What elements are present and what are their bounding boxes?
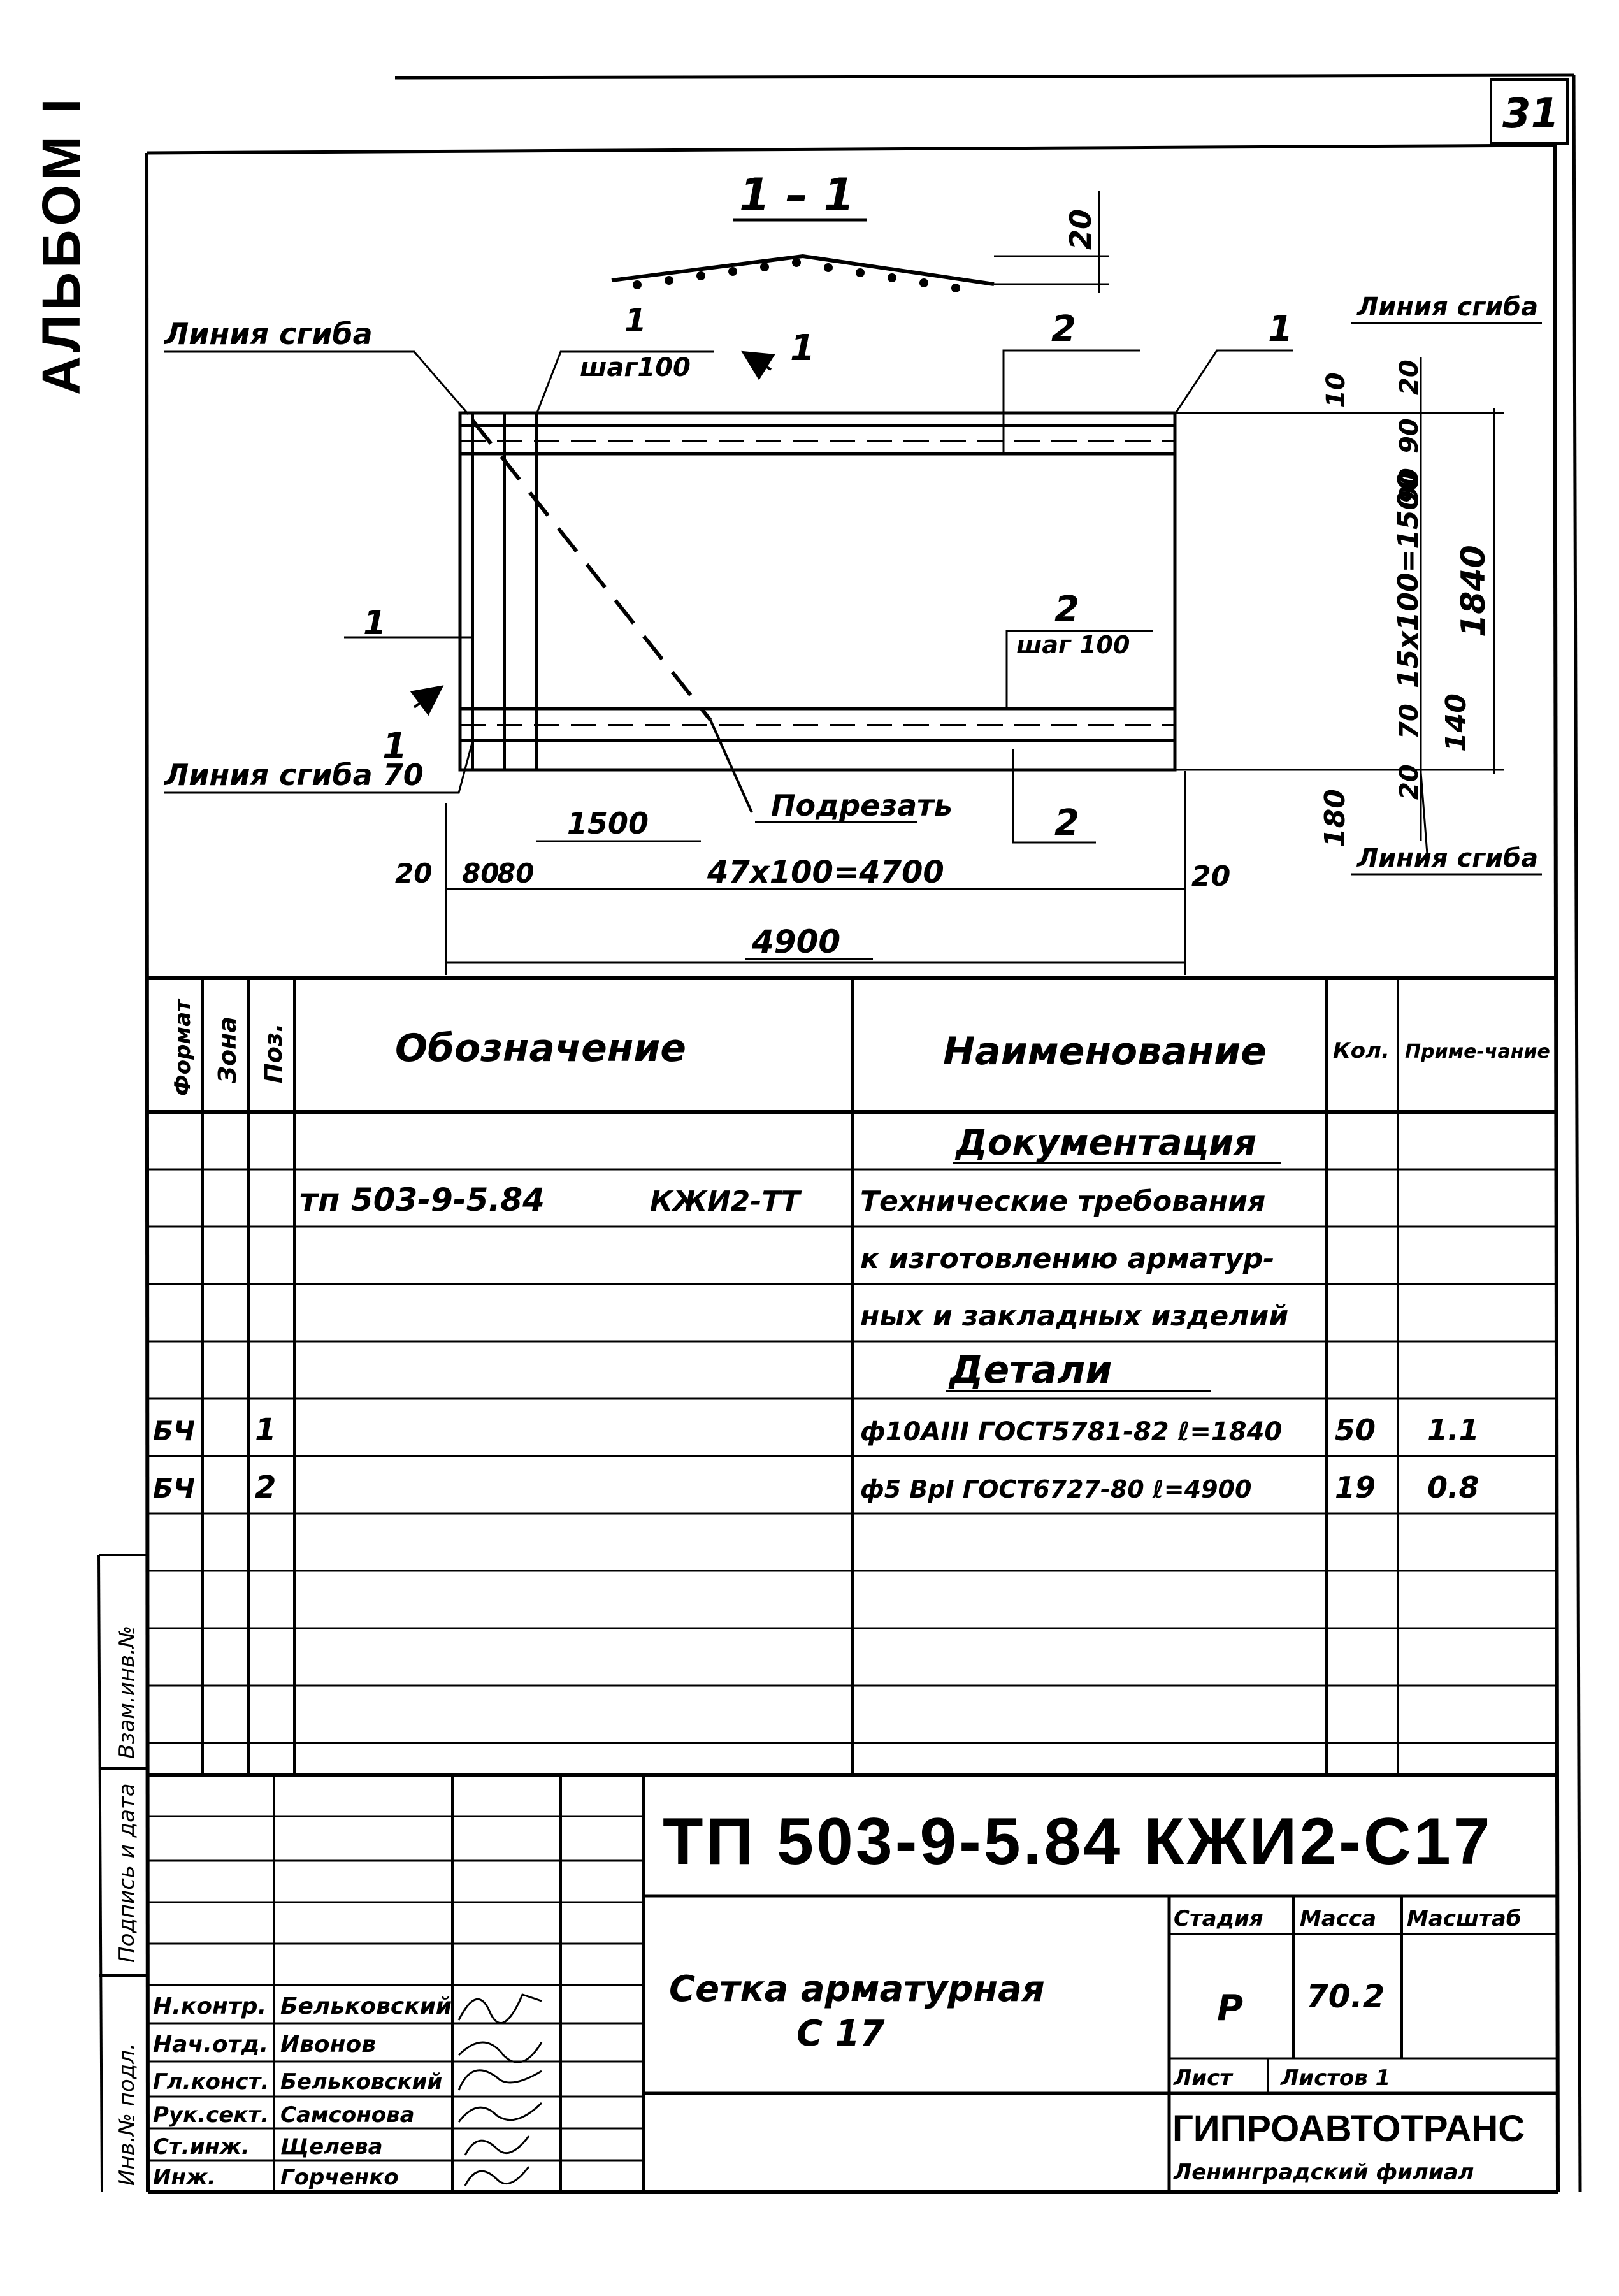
product-name-line-2: С 17 [796,2013,885,2054]
stamp-replaced-inv: Взам.инв.№ [114,1626,140,1759]
header-format: Формат [170,998,196,1096]
header-qty: Кол. [1333,1038,1390,1064]
header-note: Приме-чание [1405,1041,1550,1063]
cut-marker-bottom: 1 [382,726,407,767]
dim-80-b: 80 [497,858,534,889]
dim-20-left: 20 [395,858,432,889]
signer-role-2: Нач.отд. [153,2032,268,2058]
signer-name-5: Щелева [280,2134,383,2160]
signer-name-2: Ивонов [280,2032,376,2058]
pos-1-label-top: 1 [624,302,647,339]
dim-total: 4900 [751,923,840,960]
doc-name-line-3: ных и закладных изделий [860,1300,1288,1332]
section-title: 1 – 1 [739,169,854,221]
pos-2-label-bottom: 2 [1054,802,1079,844]
stamp-signature-date: Подпись и дата [114,1783,140,1963]
stage-value: Р [1217,1988,1243,2029]
dim-10: 10 [1321,372,1351,408]
mass-value: 70.2 [1306,1978,1385,2015]
dim-1500: 1500 [567,806,649,841]
org-branch: Ленинградский филиал [1173,2160,1474,2185]
dim-70: 70 [1395,704,1424,739]
dim-span: 47x100=4700 [707,855,944,890]
signer-name-1: Бельковский [280,1993,452,2019]
part1-pos: 1 [255,1412,276,1448]
spec-table: Формат Зона Поз. Обозначение Наименовани… [148,976,1558,1775]
fold-line-label-left-top: Линия сгиба [163,317,373,351]
dim-140: 140 [1440,693,1472,752]
pos-2-label-mid: 2 [1054,589,1079,630]
part2-format: БЧ [153,1473,195,1504]
mesh-drawing: 1 – 1 20 [163,169,1542,975]
cut-marker-top: 1 [790,328,815,369]
part1-note: 1.1 [1427,1413,1479,1447]
signer-role-6: Инж. [153,2165,216,2190]
mass-label: Масса [1300,1906,1376,1931]
dim-20-right: 20 [1191,860,1230,893]
part2-name: ф5 ВрI ГОСТ6727-80 ℓ=4900 [860,1475,1251,1503]
part2-pos: 2 [255,1469,276,1505]
margin-stamps: Инв.№ подл. Подпись и дата Взам.инв.№ [114,1626,140,2186]
doc-designation: тп 503-9-5.84 [299,1181,545,1218]
fold-line-label-right-top: Линия сгиба [1356,292,1538,322]
signature-scribbles [457,1993,543,2186]
header-zone: Зона [213,1016,241,1084]
dim-80-a: 80 [462,858,499,889]
signer-name-3: Бельковский [280,2069,442,2095]
pos-1-label-right: 1 [1268,308,1293,350]
scale-label: Масштаб [1407,1906,1521,1931]
pos-1-label-left: 1 [363,604,386,642]
dim-20-bottom: 20 [1395,764,1424,800]
fold-line-label-right-bottom: Линия сгиба [1356,844,1538,873]
header-designation: Обозначение [395,1026,686,1071]
sheet-label: Лист [1173,2065,1234,2091]
step-label-mid: шаг 100 [1016,631,1130,659]
section-documentation: Документация [954,1122,1256,1164]
signer-role-1: Н.контр. [153,1993,266,2019]
profile-dim-20: 20 [1063,209,1098,250]
title-block: ТП 503-9-5.84 КЖИ2-С17 Сетка арматурная … [148,1773,1558,2192]
doc-name-line-1: Технические требования [860,1185,1265,1218]
signer-role-5: Ст.инж. [153,2134,250,2160]
section-parts: Детали [948,1348,1112,1392]
part1-format: БЧ [153,1415,195,1447]
stamp-inv-no: Инв.№ подл. [114,2043,140,2186]
doc-code-title: ТП 503-9-5.84 КЖИ2-С17 [663,1805,1493,1879]
sheets-label: Листов 1 [1280,2065,1390,2091]
pos-2-label-top: 2 [1051,308,1076,350]
doc-name-line-2: к изготовлению арматур- [860,1243,1275,1275]
stage-label: Стадия [1174,1906,1263,1931]
album-label: АЛЬБОМ I [31,95,91,395]
doc-code: КЖИ2-ТТ [650,1185,802,1218]
signers-list: Н.контр. Бельковский Нач.отд. Ивонов Гл.… [153,1993,452,2190]
signer-name-6: Горченко [280,2165,399,2190]
signer-role-4: Рук.сект. [153,2102,269,2128]
part1-name: ф10АIII ГОСТ5781-82 ℓ=1840 [860,1417,1282,1447]
header-name: Наименование [943,1029,1267,1074]
org-name: ГИПРОАВТОТРАНС [1172,2108,1525,2149]
signer-name-4: Самсонова [280,2102,415,2128]
dim-grid: 15x100=1500 [1392,471,1425,688]
product-name-line-1: Сетка арматурная [669,1968,1045,2010]
dim-180: 180 [1319,789,1351,848]
dim-1840: 1840 [1455,545,1493,637]
dim-90-a: 90 [1395,418,1424,454]
trim-label: Подрезать [771,788,953,823]
fold-line-label-left-bottom: Линия сгиба 70 [163,758,424,792]
part1-qty: 50 [1335,1413,1376,1447]
dim-90-b: 90 [1395,468,1424,503]
section-profile: 20 [611,191,1109,293]
header-pos: Поз. [259,1023,287,1083]
signer-role-3: Гл.конст. [153,2069,269,2095]
dim-20-top: 20 [1395,359,1424,395]
part2-note: 0.8 [1427,1470,1479,1505]
step-label-top: шаг100 [580,353,691,382]
part2-qty: 19 [1335,1470,1376,1505]
page-number: 31 [1502,90,1559,138]
